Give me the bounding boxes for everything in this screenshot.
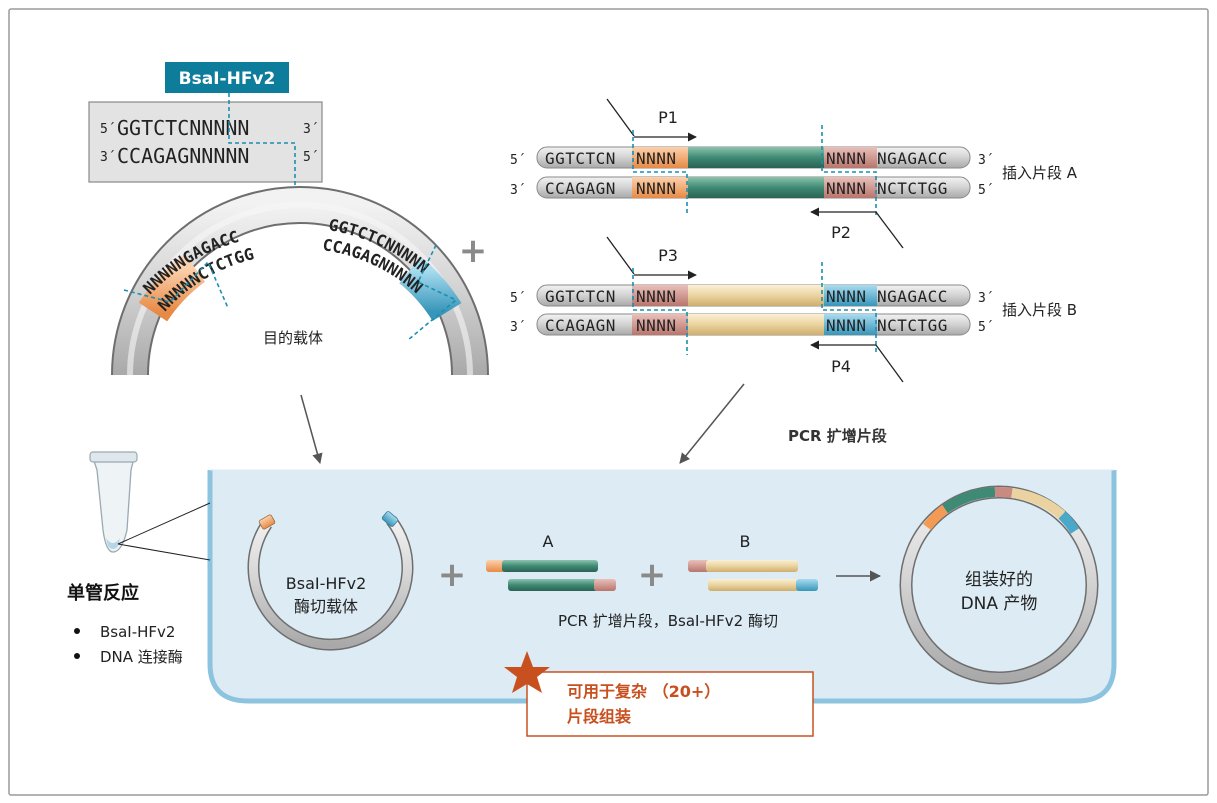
tube-icon	[89, 451, 211, 561]
digested-fragment-b: B	[688, 532, 818, 591]
enzyme-site-box: BsaI-HFv2 5´ GGTCTCNNNNN 3´ 3´ CCAGAGNNN…	[88, 62, 323, 190]
frag-b-bot-left-seq: CCAGAGN	[545, 316, 616, 335]
frag-a-top-left-seq: GGTCTCN	[545, 149, 616, 168]
product-line2: DNA 产物	[961, 594, 1038, 614]
digested-vector-line1: BsaI-HFv2	[286, 574, 367, 593]
frag-b-bot-left-end: 3´	[510, 320, 526, 335]
digested-vector: BsaI-HFv2 酶切载体	[247, 511, 414, 651]
frag-a-top-right-n: NNNN	[826, 149, 867, 168]
fragment-b: P3 5´ GGTCTCN NNNN NNNN NGAGACC 3´ 3´ CC…	[510, 236, 1077, 383]
frag-a-bot-right-end: 5´	[978, 183, 994, 198]
bottom-3-label: 3´	[100, 150, 116, 165]
frag-b-right-cut	[821, 262, 877, 355]
pcr-amplify-label: PCR 扩增片段	[788, 427, 887, 445]
primer-p3-label: P3	[658, 246, 678, 265]
frag-b-top-right-end: 3´	[978, 291, 994, 306]
frag-a-top-left-end: 5´	[510, 153, 526, 168]
fragment-a-letter: A	[543, 532, 554, 551]
digested-vector-line2: 酶切载体	[294, 597, 358, 616]
highlight-line2: 片段组装	[567, 707, 631, 726]
top-3-label: 3´	[303, 122, 319, 137]
frag-a-left-cut	[632, 130, 688, 215]
reagent-item-ligase: DNA 连接酶	[100, 648, 183, 666]
fragments-caption: PCR 扩增片段，BsaI-HFv2 酶切	[558, 612, 778, 630]
frag-a-bot-right-seq: NCTCTGG	[877, 179, 948, 198]
vector-left-cut-line	[123, 260, 229, 309]
product-line1: 组装好的	[965, 570, 1033, 590]
assembled-product: 组装好的 DNA 产物	[899, 485, 1099, 685]
frag-b-left-cut	[632, 268, 688, 355]
frag-a-right-cut	[821, 125, 877, 215]
frag-b-top-right-seq: NGAGACC	[877, 287, 948, 306]
plus-sign-reaction-1: +	[438, 555, 467, 595]
fragment-a-label: 插入片段 A	[1002, 164, 1078, 182]
vector-label: 目的载体	[263, 329, 323, 347]
frag-a-bot-left-n: NNNN	[636, 179, 677, 198]
enzyme-badge	[165, 62, 289, 93]
vector-right-cut-line	[407, 244, 458, 341]
single-tube-title: 单管反应	[67, 582, 139, 604]
frag-a-bot-right-n: NNNN	[826, 179, 867, 198]
frag-a-top-right-seq: NGAGACC	[877, 149, 948, 168]
top-sequence: GGTCTCNNNNN	[117, 116, 249, 140]
bottom-5-label: 5´	[303, 150, 319, 165]
frag-b-top-left-n: NNNN	[636, 287, 677, 306]
arrow-fragments-to-reaction	[679, 383, 745, 464]
frag-b-bot-right-n: NNNN	[826, 316, 867, 335]
fragment-a: P1 5´ GGTCTCN NNNN NNNN NGAGACC 3´ 3´ CC…	[510, 98, 1078, 249]
enzyme-badge-label: BsaI-HFv2	[179, 69, 276, 89]
frag-b-top-left-seq: GGTCTCN	[545, 287, 616, 306]
frag-a-top-left-n: NNNN	[636, 149, 677, 168]
primer-p2-label: P2	[831, 223, 851, 242]
primer-p4-label: P4	[831, 357, 851, 376]
plus-sign-top: +	[459, 231, 488, 271]
frag-b-top-right-n: NNNN	[826, 287, 867, 306]
frag-a-bot-left-end: 3´	[510, 183, 526, 198]
bullet-dot	[74, 653, 80, 659]
vector-orange-overhang	[138, 254, 206, 322]
bullet-dot	[74, 628, 80, 634]
frag-b-bot-right-end: 5´	[978, 320, 994, 335]
arrow-vector-to-reaction	[300, 394, 323, 465]
vector-blue-overhang	[398, 256, 462, 322]
frag-a-top-right-end: 3´	[978, 153, 994, 168]
fragment-b-letter: B	[740, 532, 751, 551]
reagent-item-enzyme: BsaI-HFv2	[100, 623, 175, 641]
plus-sign-reaction-2: +	[638, 555, 667, 595]
highlight-callout: 可用于复杂 （20+） 片段组装	[504, 651, 814, 737]
frag-b-top-left-end: 5´	[510, 291, 526, 306]
star-icon	[504, 651, 550, 693]
highlight-line1: 可用于复杂 （20+）	[567, 682, 720, 701]
top-5-label: 5´	[100, 122, 116, 137]
digested-fragment-a: A	[486, 532, 616, 591]
frag-b-bot-left-n: NNNN	[636, 316, 677, 335]
frag-b-bot-right-seq: NCTCTGG	[877, 316, 948, 335]
bottom-sequence: CCAGAGNNNNN	[117, 144, 249, 168]
cut-site-line	[228, 93, 296, 190]
primer-p1-label: P1	[658, 108, 678, 127]
frag-a-bot-left-seq: CCAGAGN	[545, 179, 616, 198]
fragment-b-label: 插入片段 B	[1002, 301, 1077, 319]
